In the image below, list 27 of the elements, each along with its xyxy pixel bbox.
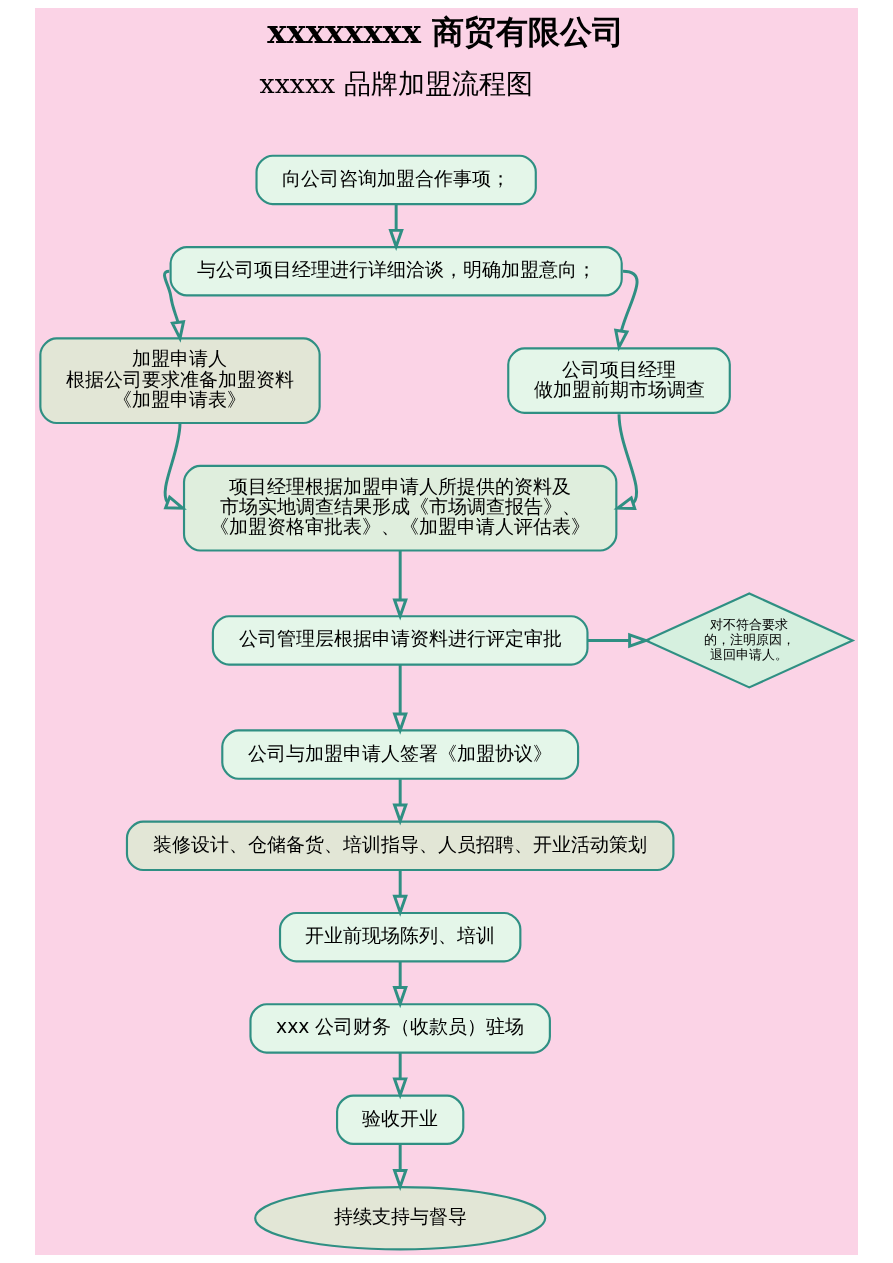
node-ellipse: 持续支持与督导 bbox=[254, 1186, 547, 1251]
arrow bbox=[392, 779, 408, 826]
arrow bbox=[392, 961, 408, 1009]
arrow bbox=[613, 269, 639, 352]
node-box: xxx 公司财务（收款员）驻场 bbox=[249, 1003, 551, 1054]
arrow bbox=[392, 870, 408, 917]
node-box: 加盟申请人 根据公司要求准备加盟资料《加盟申请表》 bbox=[39, 337, 321, 425]
arrow bbox=[392, 1144, 408, 1192]
node-box: 验收开业 bbox=[336, 1094, 465, 1145]
diagram-title: xxxxxxxx 商贸有限公司 bbox=[267, 13, 625, 52]
node-box: 项目经理根据加盟申请人所提供的资料及市场实地调查结果形成《市场调查报告》、《加盟资格审批表》、《加盟申请人评估表》 bbox=[182, 464, 618, 552]
arrow bbox=[392, 550, 408, 621]
arrow bbox=[587, 632, 651, 649]
node-box: 公司项目经理 做加盟前期市场调查 bbox=[507, 347, 731, 414]
node-box: 向公司咨询加盟合作事项； bbox=[255, 154, 537, 206]
label: xxxxx 品牌加盟流程图 bbox=[259, 67, 533, 99]
node-box: 与公司项目经理进行详细洽谈，明确加盟意向； bbox=[169, 246, 623, 297]
arrow bbox=[392, 664, 408, 735]
arrow bbox=[392, 1053, 408, 1100]
arrow bbox=[163, 422, 187, 510]
node-box: 公司管理层根据申请资料进行评定审批 bbox=[211, 615, 589, 666]
arrow bbox=[613, 414, 638, 511]
node-box: 装修设计、仓储备货、培训指导、人员招聘、开业活动策划 bbox=[125, 820, 675, 872]
node-box: 公司与加盟申请人签署《加盟协议》 bbox=[221, 729, 580, 780]
arrow bbox=[163, 269, 186, 343]
arrow bbox=[388, 204, 404, 251]
node-box: 开业前现场陈列、培训 bbox=[278, 911, 522, 963]
